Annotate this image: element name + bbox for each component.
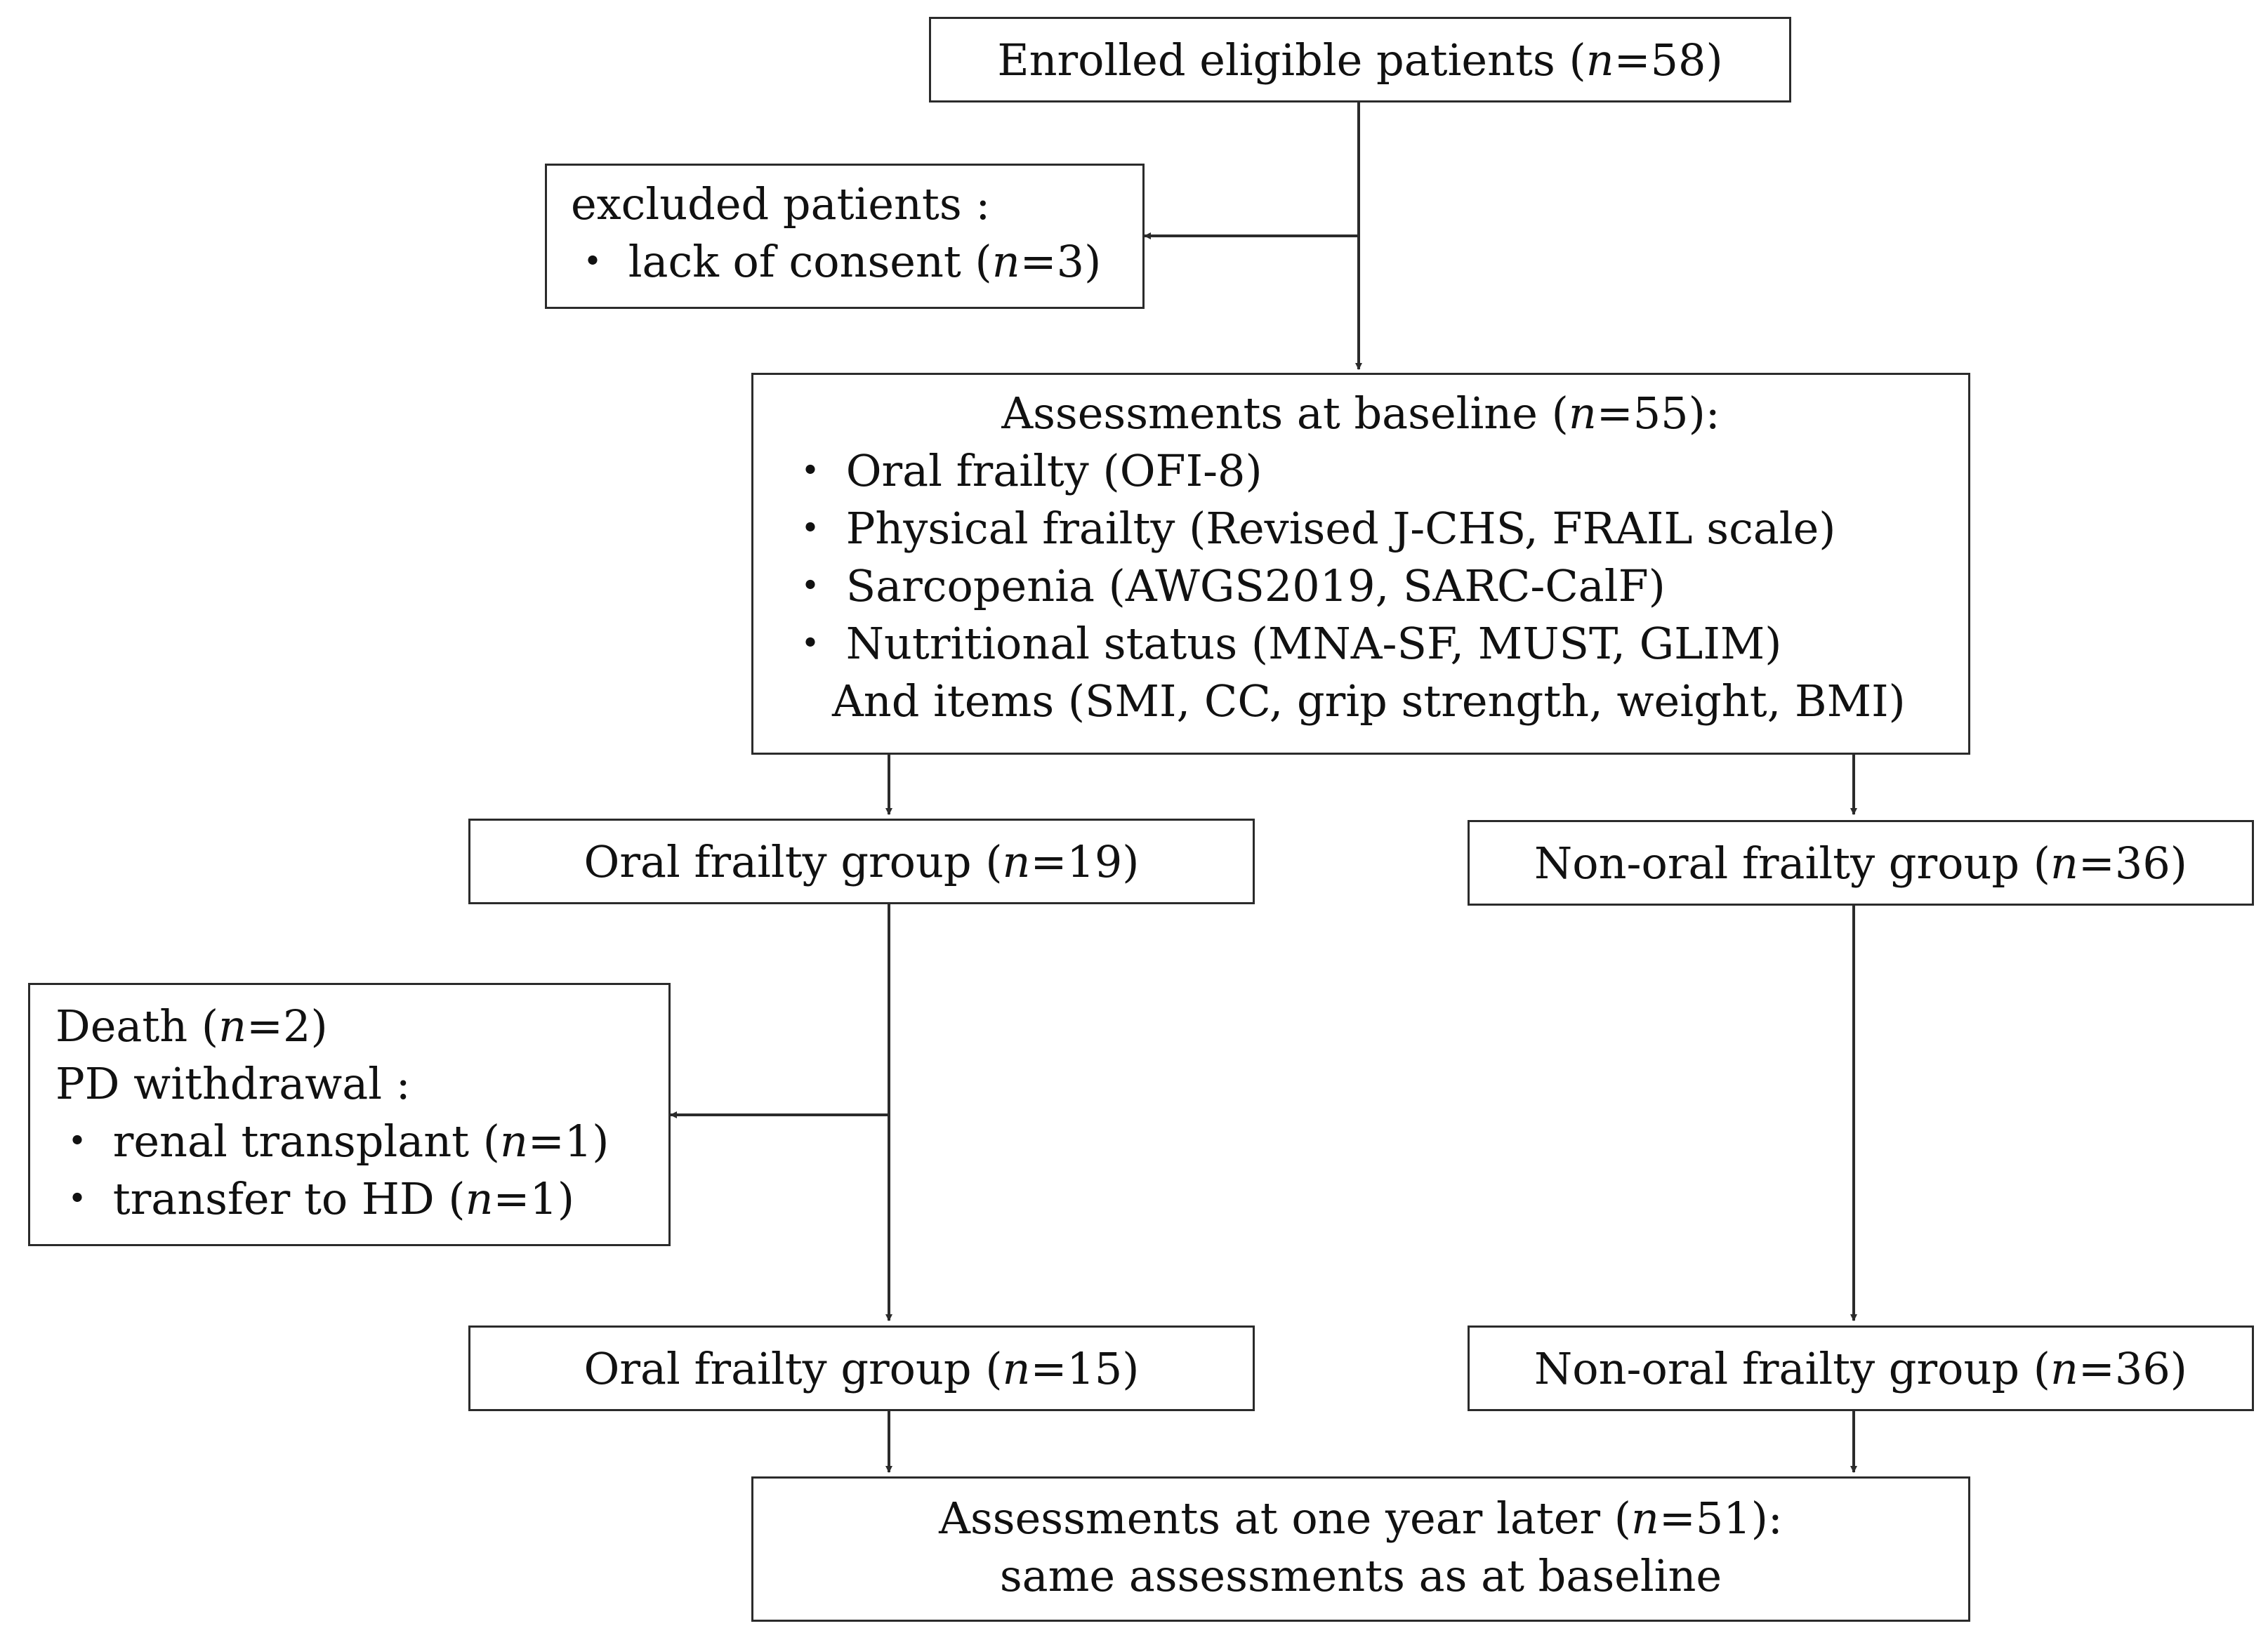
pd-withdrawal-text: PD withdrawal : bbox=[55, 1058, 411, 1109]
oral-frailty-group-box: Oral frailty group (n=19) bbox=[468, 819, 1255, 904]
followup-assessments-box: Assessments at one year later (n=51): sa… bbox=[751, 1476, 1970, 1622]
withdrawn-box: Death (n=2) PD withdrawal : renal transp… bbox=[28, 983, 671, 1246]
non-oral-frailty-group-later-text: Non-oral frailty group (n=36) bbox=[1534, 1343, 2187, 1394]
transfer-to-hd-item: transfer to HD (n=1) bbox=[55, 1170, 668, 1228]
oral-frailty-group-text: Oral frailty group (n=19) bbox=[584, 836, 1140, 887]
renal-transplant-item: renal transplant (n=1) bbox=[55, 1113, 668, 1170]
death-text: Death (n=2) bbox=[55, 1000, 328, 1052]
baseline-item-extra: And items (SMI, CC, grip strength, weigh… bbox=[832, 675, 1906, 727]
followup-subtitle: same assessments as at baseline bbox=[999, 1550, 1722, 1601]
baseline-item-physical: Physical frailty (Revised J-CHS, FRAIL s… bbox=[789, 500, 1968, 557]
enrolled-text: Enrolled eligible patients (n=58) bbox=[997, 34, 1723, 86]
excluded-patients-box: excluded patients : lack of consent (n=3… bbox=[545, 164, 1145, 309]
baseline-item-nutrition: Nutritional status (MNA-SF, MUST, GLIM) bbox=[789, 615, 1968, 673]
non-oral-frailty-group-later-box: Non-oral frailty group (n=36) bbox=[1468, 1325, 2254, 1411]
oral-frailty-group-later-text: Oral frailty group (n=15) bbox=[584, 1343, 1140, 1394]
enrolled-patients-box: Enrolled eligible patients (n=58) bbox=[929, 17, 1791, 103]
followup-title: Assessments at one year later (n=51): bbox=[939, 1493, 1783, 1544]
oral-frailty-group-later-box: Oral frailty group (n=15) bbox=[468, 1325, 1255, 1411]
excluded-item: lack of consent (n=3) bbox=[571, 233, 1142, 291]
baseline-title: Assessments at baseline (n=55): bbox=[1001, 388, 1720, 439]
baseline-assessments-box: Assessments at baseline (n=55): Oral fra… bbox=[751, 373, 1970, 755]
baseline-item-sarcopenia: Sarcopenia (AWGS2019, SARC-CalF) bbox=[789, 557, 1968, 615]
non-oral-frailty-group-box: Non-oral frailty group (n=36) bbox=[1468, 820, 2254, 906]
non-oral-frailty-group-text: Non-oral frailty group (n=36) bbox=[1534, 838, 2187, 889]
excluded-title: excluded patients : bbox=[571, 178, 991, 230]
baseline-item-oral: Oral frailty (OFI-8) bbox=[789, 442, 1968, 500]
